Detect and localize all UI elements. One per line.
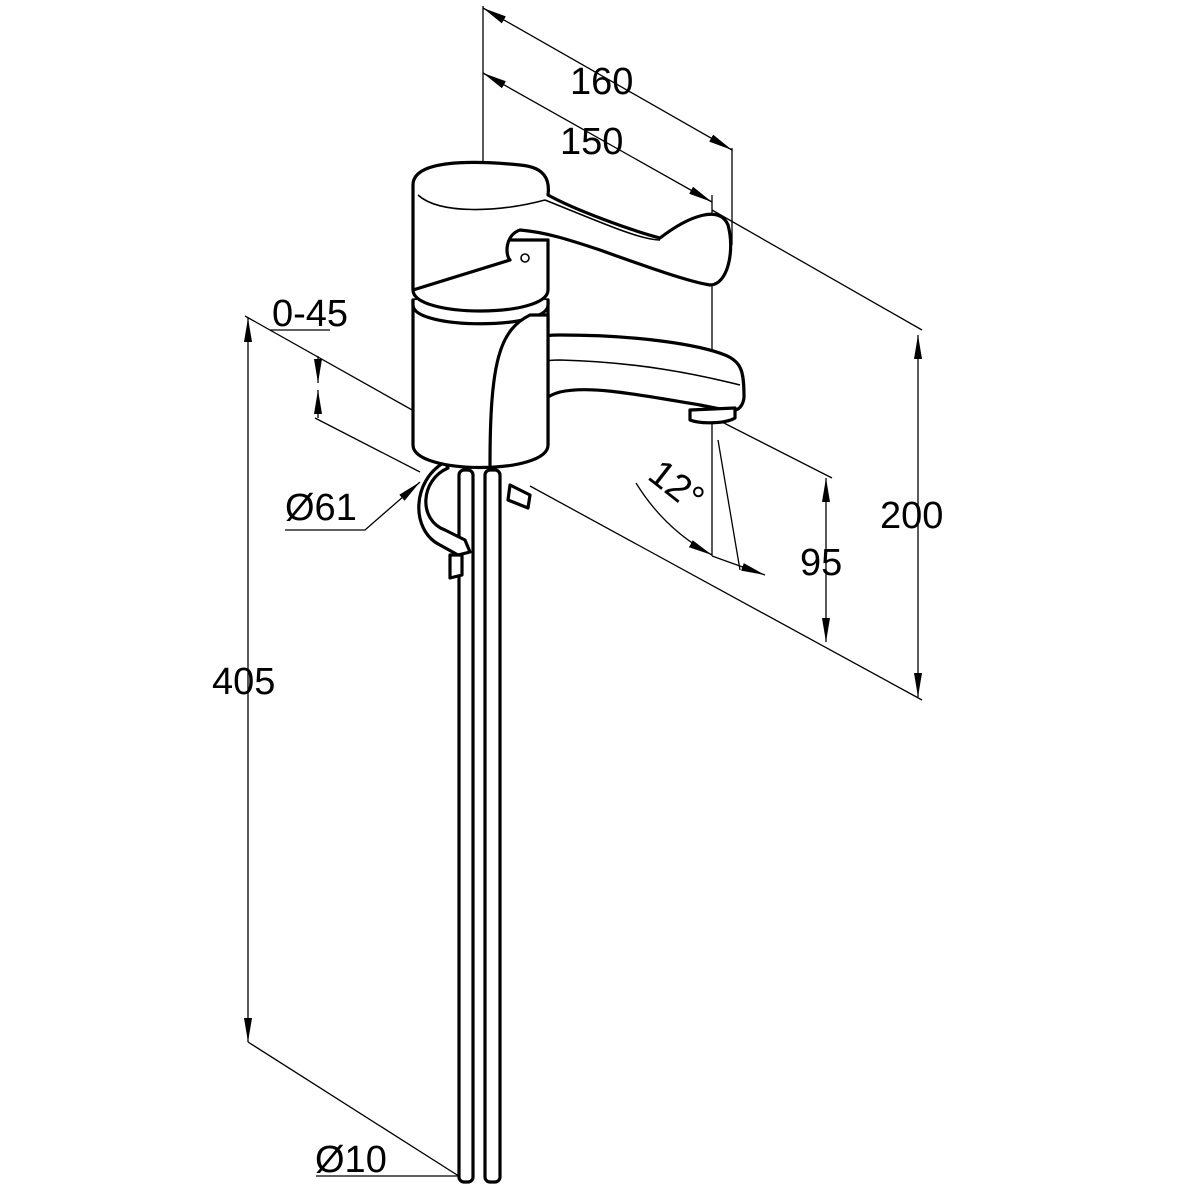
dim-150-label: 150 — [560, 121, 623, 163]
dim-hose-diameter-label: Ø10 — [315, 1139, 387, 1181]
fixing-clamp — [417, 460, 532, 580]
dim-405-label: 405 — [212, 661, 275, 703]
dim-200-label: 200 — [880, 495, 943, 537]
dim-95-label: 95 — [800, 542, 842, 584]
dim-angle-label: 12° — [640, 452, 711, 520]
supply-hoses — [457, 468, 502, 1184]
mixer-body — [411, 238, 550, 470]
dimension-lines — [244, 6, 923, 1181]
dim-body-diameter-label: Ø61 — [285, 487, 357, 529]
lever-handle — [411, 160, 733, 292]
spout — [488, 333, 746, 464]
dim-160-label: 160 — [570, 61, 633, 103]
dim-deck-thickness-label: 0-45 — [272, 293, 348, 335]
